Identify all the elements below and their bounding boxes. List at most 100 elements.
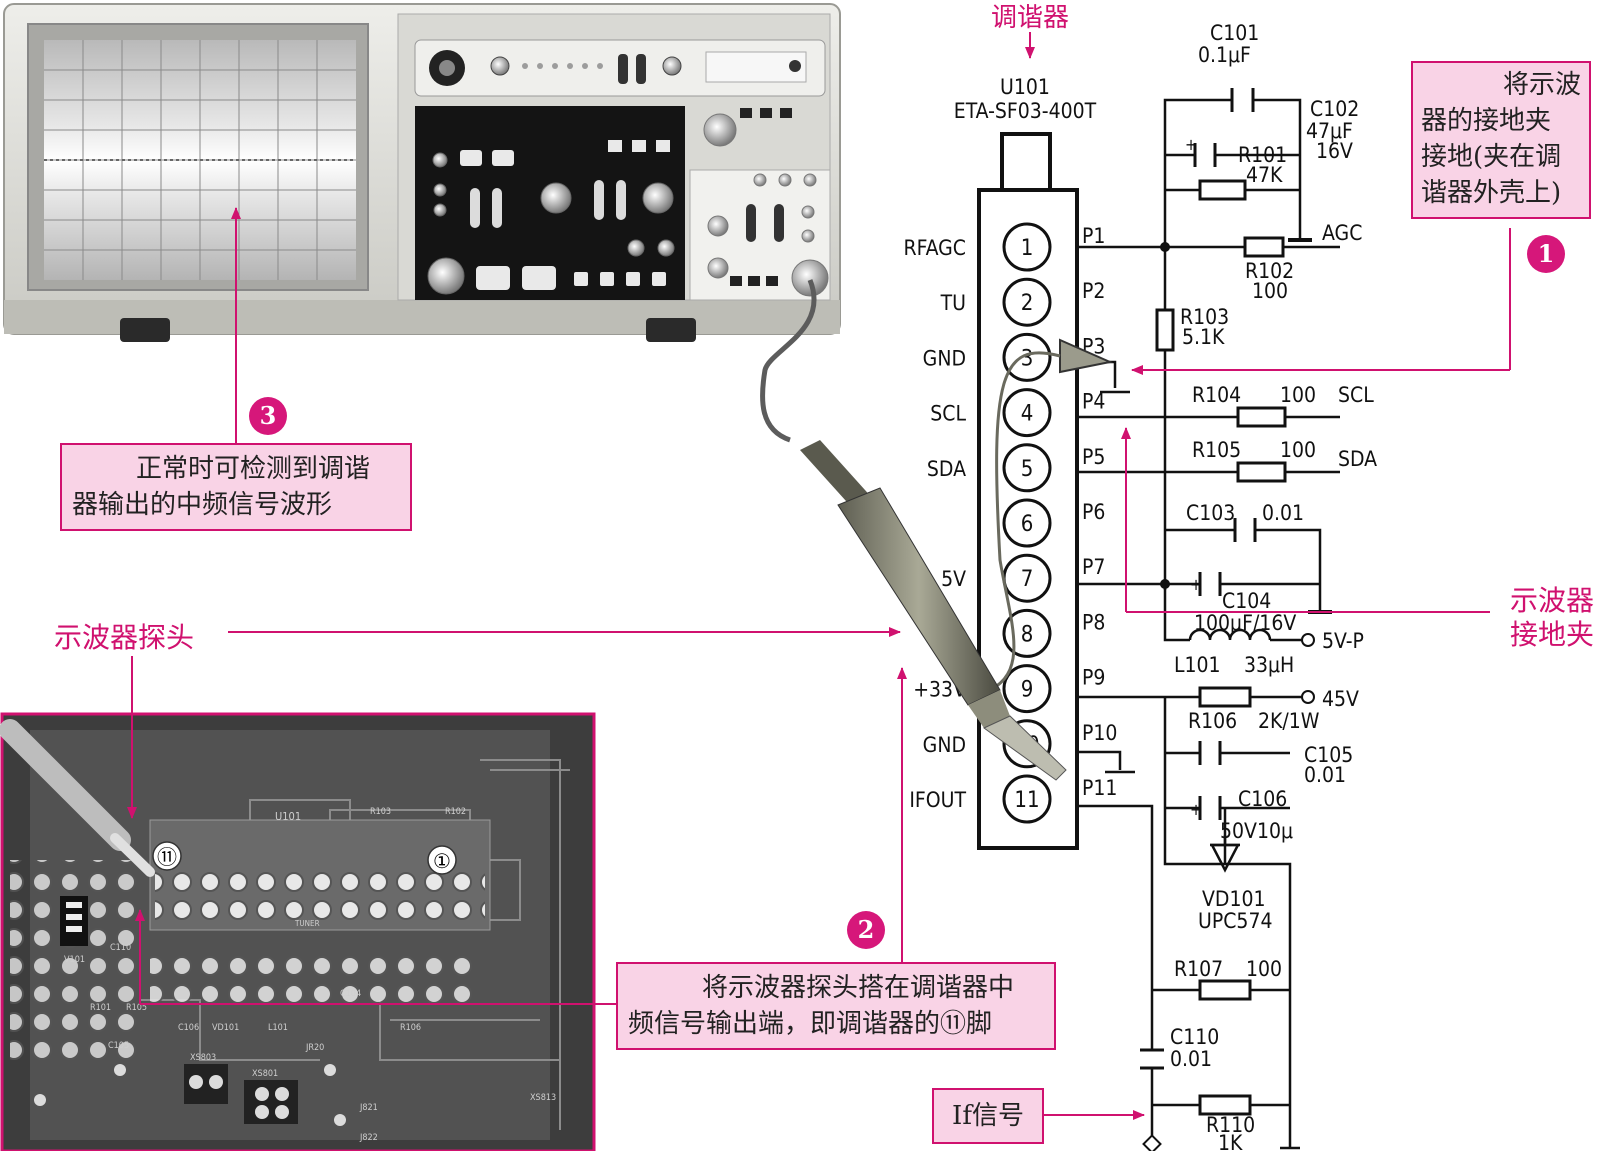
ground-clip-label-line2: 接地夹: [1510, 618, 1595, 651]
annotation-arrows: [127, 207, 1511, 1120]
note2-line2: 频信号输出端，即调谐器的⑪脚: [628, 1009, 993, 1039]
r107-ref: R107: [1174, 957, 1223, 981]
pcb-silk-tuner: TUNER: [294, 919, 320, 928]
pcb-silk-j821: J821: [359, 1103, 378, 1113]
45v-net: 45V: [1322, 687, 1359, 711]
tuner-connector: [1000, 132, 1052, 192]
pin-name: P10: [1082, 721, 1117, 745]
r102-ref: R102: [1245, 259, 1294, 283]
probe-label: 示波器探头: [54, 621, 195, 654]
note1-line2: 器的接地夹: [1421, 106, 1552, 136]
pin-name: P11: [1082, 776, 1117, 800]
pin-name: P2: [1082, 279, 1105, 303]
r105-value: 100: [1280, 438, 1316, 462]
pin-label: 5V: [941, 567, 966, 591]
r106-value: 2K/1W: [1258, 709, 1320, 733]
l101-ref: L101: [1174, 653, 1221, 677]
pcb-silk-j822: J822: [359, 1133, 378, 1143]
pcb-pin1-label: ①: [433, 849, 451, 873]
pin-circle: [1002, 388, 1052, 438]
pcb-silk-v101: V101: [64, 955, 85, 965]
tuner-model: ETA-SF03-400T: [954, 99, 1097, 123]
pin-label: SDA: [927, 457, 966, 481]
note3-box: 正常时可检测到调谐 器输出的中频信号波形: [60, 443, 412, 531]
pin-circle: [1002, 498, 1052, 548]
pin-name: P1: [1082, 224, 1105, 248]
ground-clip-label-line1: 示波器: [1510, 584, 1595, 617]
ground-clip: [989, 338, 1114, 692]
c103-value: 0.01: [1262, 501, 1304, 525]
oscilloscope-screen: [27, 23, 369, 291]
c105-value: 0.01: [1304, 763, 1346, 787]
pcb-photo: U101 R103 R102 TUNER V101 XS803 XS801 JR…: [0, 712, 596, 1151]
r103-ref: R103: [1180, 305, 1229, 329]
vd101-ref: VD101: [1202, 887, 1266, 911]
pin-name: P9: [1082, 666, 1105, 690]
pin-name: P7: [1082, 555, 1105, 579]
pin-circle: [1002, 664, 1052, 714]
note3-line1: 正常时可检测到调谐: [136, 454, 371, 484]
pcb-silk-r105: R105: [126, 1003, 147, 1013]
note3-badge: 3: [249, 397, 287, 435]
c102-value2: 16V: [1316, 139, 1353, 163]
note2-box: 将示波器探头搭在调谐器中 频信号输出端，即调谐器的⑪脚: [616, 962, 1056, 1050]
note2-badge: 2: [847, 911, 885, 949]
pcb-pin11-label: ⑪: [157, 845, 177, 869]
tuner-ref: U101: [1000, 75, 1050, 99]
r101-value: 47K: [1246, 163, 1283, 187]
c104-value: 100μF/16V: [1194, 611, 1296, 635]
r104-ref: R104: [1192, 383, 1241, 407]
pin-name: P8: [1082, 610, 1105, 634]
pcb-silk-c106: C106: [178, 1023, 199, 1033]
note1-line3: 接地(夹在调: [1421, 142, 1562, 172]
svg-text:+: +: [1190, 575, 1202, 594]
oscilloscope-probe: [800, 440, 1067, 781]
c110-ref: C110: [1170, 1025, 1219, 1049]
if-signal-box: If信号: [932, 1088, 1044, 1144]
l101-value: 33μH: [1244, 653, 1294, 677]
pcb-silk-xs803: XS803: [190, 1053, 216, 1063]
r106-ref: R106: [1188, 709, 1237, 733]
pcb-silk-r103: R103: [370, 807, 391, 817]
pin-number: 2: [1021, 291, 1034, 316]
l101-coil: [1188, 628, 1272, 641]
tuner-title: 调谐器: [991, 3, 1069, 33]
5vp-net: 5V-P: [1322, 629, 1364, 653]
r110-ref: R110: [1206, 1113, 1255, 1137]
pin-circle: [1002, 277, 1052, 327]
r101-ref: R101: [1238, 143, 1287, 167]
pcb-silk-c105: C105: [108, 1041, 129, 1051]
pin-number: 11: [1014, 788, 1039, 813]
pcb-silk-u101: U101: [275, 810, 301, 823]
pcb-silk-c110: C110: [110, 943, 131, 953]
c106-ref: C106: [1238, 787, 1287, 811]
pin-label: SCL: [930, 402, 966, 426]
probe-cable: [760, 279, 817, 443]
pin-number: 6: [1021, 512, 1034, 537]
note1-badge: 1: [1527, 235, 1565, 273]
pin-name: P6: [1082, 500, 1105, 524]
pcb-silk-c104: C104: [340, 989, 361, 999]
pcb-silk-r102: R102: [445, 807, 466, 817]
agc-net: AGC: [1322, 221, 1362, 245]
pin-circle: [1002, 332, 1052, 382]
pin-circle: [1002, 774, 1052, 824]
note3-line2: 器输出的中频信号波形: [72, 490, 333, 520]
pcb-pin11-marker: [152, 841, 182, 871]
svg-text:+: +: [1190, 800, 1202, 819]
pin-circle: [1002, 443, 1052, 493]
pin-label: RFAGC: [904, 236, 966, 260]
pin-label: TU: [940, 291, 966, 315]
r102-value: 100: [1252, 279, 1288, 303]
c102-value1: 47μF: [1306, 119, 1353, 143]
pin-label: GND: [923, 733, 966, 757]
r107-value: 100: [1246, 957, 1282, 981]
r104-value: 100: [1280, 383, 1316, 407]
pcb-silk-r106: R106: [400, 1023, 421, 1033]
c102-ref: C102: [1310, 97, 1359, 121]
svg-text:+: +: [1185, 135, 1197, 154]
pcb-silk-l101: L101: [268, 1023, 288, 1033]
c110-value: 0.01: [1170, 1047, 1212, 1071]
